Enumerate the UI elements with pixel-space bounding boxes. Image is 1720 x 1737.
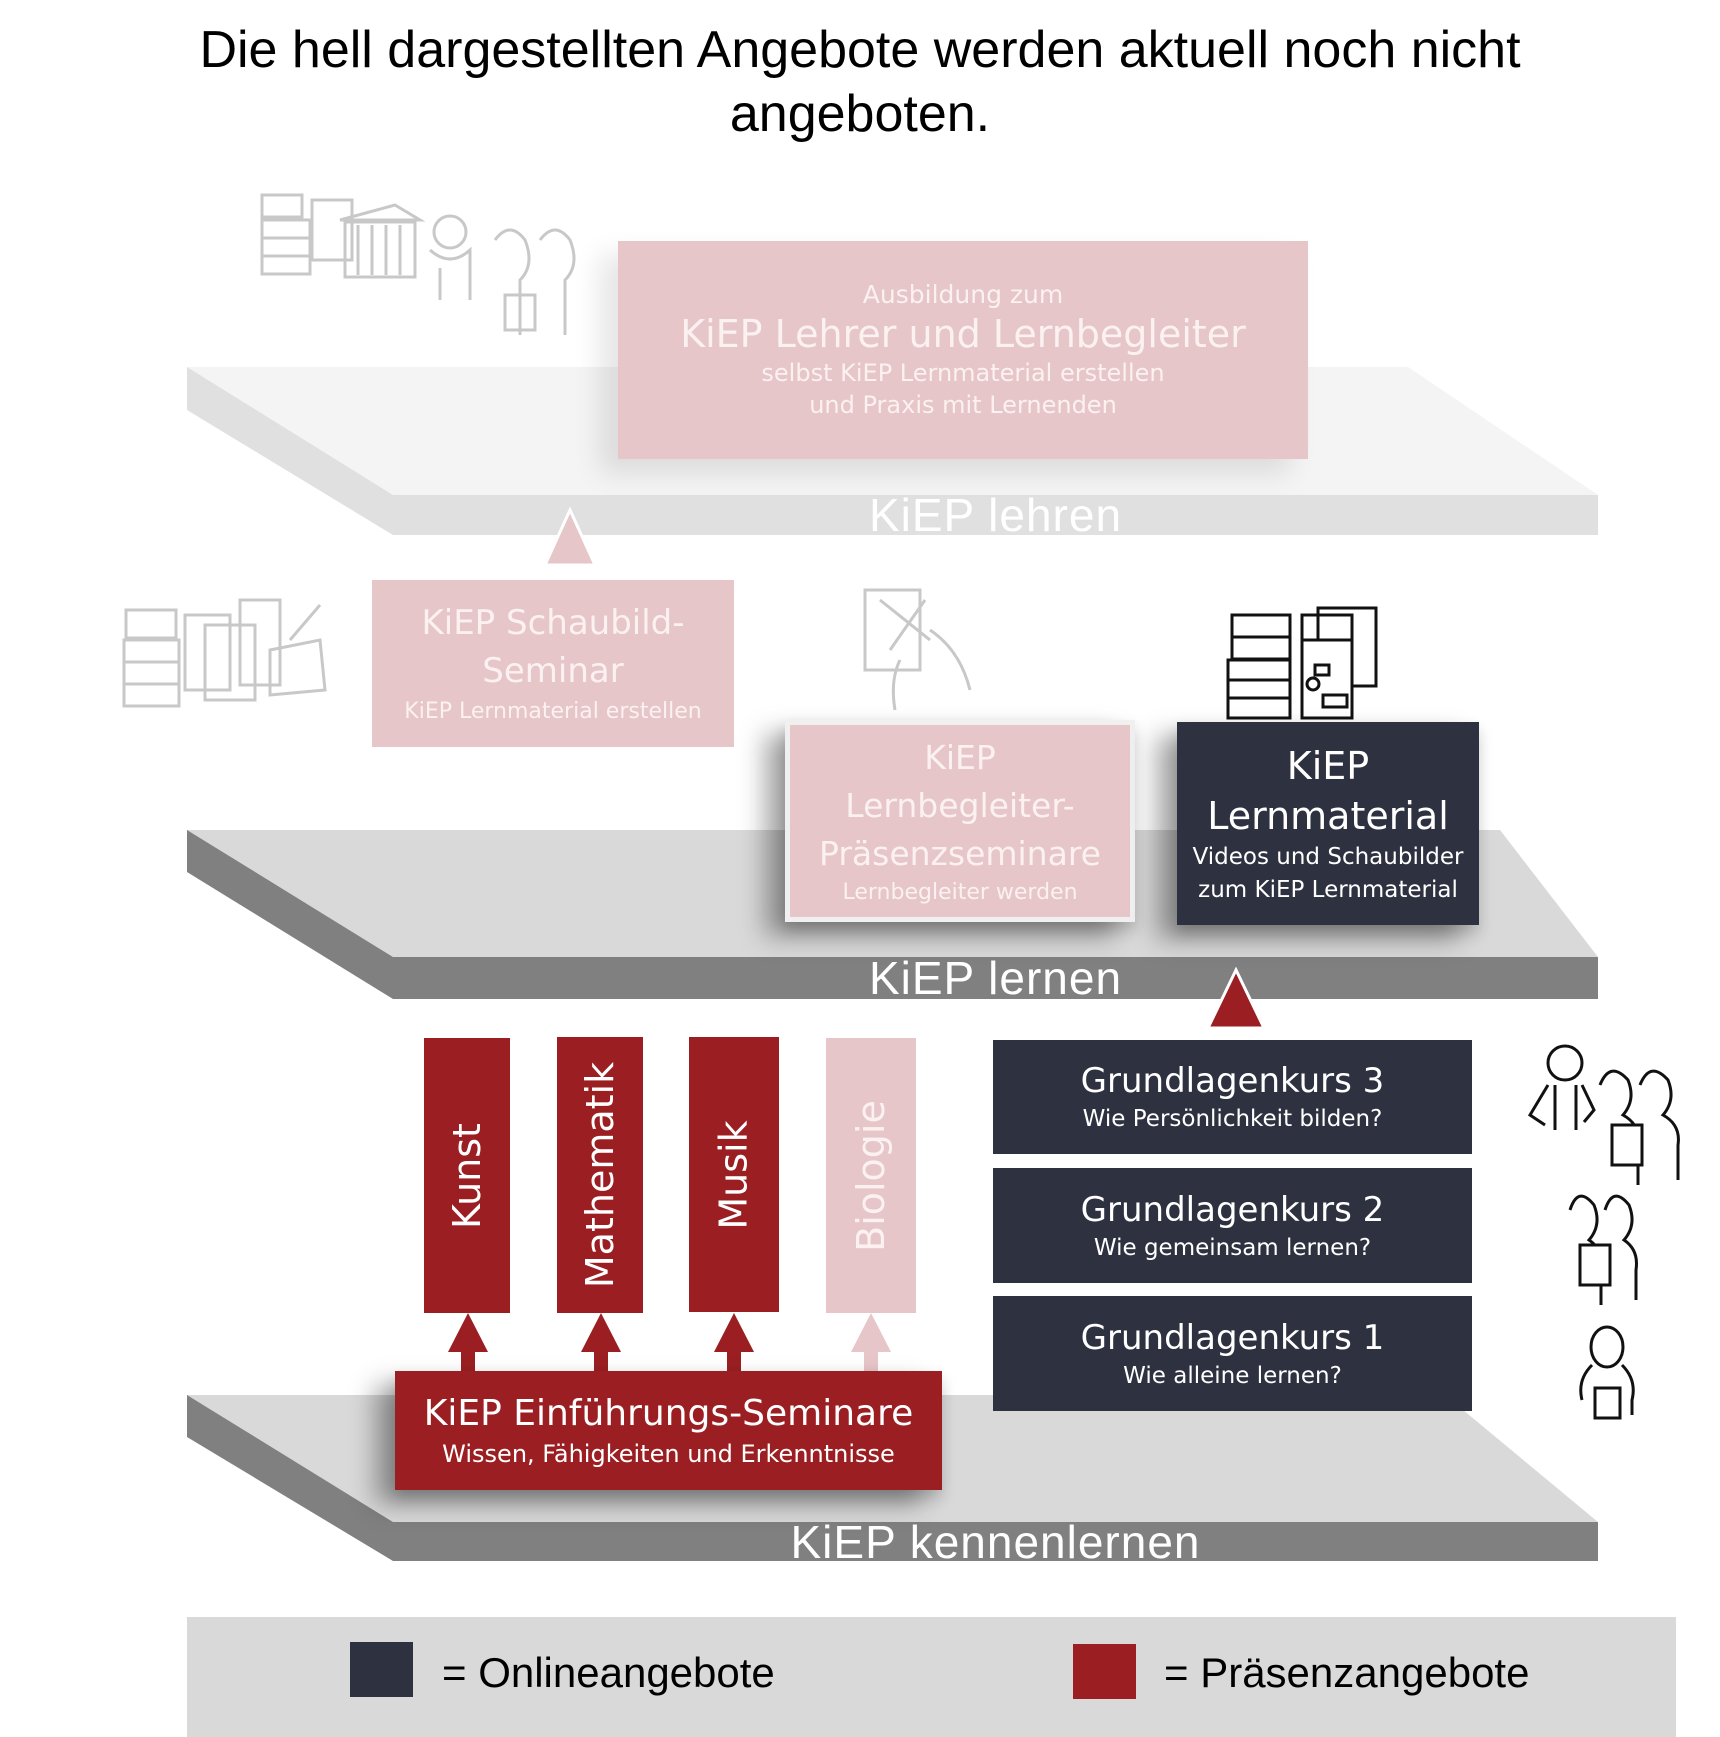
offer-lernmaterial-title2: Lernmaterial <box>1207 793 1449 838</box>
three-people-icon <box>1527 1044 1680 1185</box>
books-documents-icon <box>1226 606 1378 720</box>
offer-lernbegleiter-seminare[interactable]: KiEP Lernbegleiter- Präsenzseminare Lern… <box>785 720 1135 922</box>
offer-lernbegleiter-sub: Lernbegleiter werden <box>842 880 1078 905</box>
course-1-sub: Wie alleine lernen? <box>1123 1362 1342 1389</box>
offer-schaubild-title2: Seminar <box>482 650 624 691</box>
offer-ausbildung-title: KiEP Lehrer und Lernbegleiter <box>680 312 1246 356</box>
course-grundlagenkurs-2[interactable]: Grundlagenkurs 2 Wie gemeinsam lernen? <box>993 1168 1472 1283</box>
offer-schaubild-title1: KiEP Schaubild- <box>421 602 685 643</box>
offer-einfuehrung-sub: Wissen, Fähigkeiten und Erkenntnisse <box>442 1439 895 1468</box>
course-2-sub: Wie gemeinsam lernen? <box>1093 1234 1372 1261</box>
course-3-title: Grundlagenkurs 3 <box>1080 1061 1385 1101</box>
legend-swatch-praesenz <box>1073 1644 1136 1699</box>
level-label-kennenlernen: KiEP kennenlernen <box>790 1516 1201 1568</box>
books-documents-pencil-icon <box>122 598 327 708</box>
offer-schaubild-sub: KiEP Lernmaterial erstellen <box>404 698 702 724</box>
subject-kunst-label: Kunst <box>445 1122 489 1229</box>
title-line-2: angeboten. <box>729 85 991 143</box>
offer-einfuehrungs-seminare[interactable]: KiEP Einführungs-Seminare Wissen, Fähigk… <box>395 1371 942 1490</box>
subject-mathematik-label: Mathematik <box>578 1061 623 1289</box>
level-label-lehren: KiEP lehren <box>868 489 1123 541</box>
subject-musik[interactable]: Musik <box>689 1037 779 1312</box>
offer-ausbildung-sub2: und Praxis mit Lernenden <box>809 391 1117 419</box>
course-grundlagenkurs-3[interactable]: Grundlagenkurs 3 Wie Persönlichkeit bild… <box>993 1040 1472 1154</box>
subject-biologie[interactable]: Biologie <box>826 1038 916 1313</box>
course-grundlagenkurs-1[interactable]: Grundlagenkurs 1 Wie alleine lernen? <box>993 1296 1472 1411</box>
arrow-up-icon <box>1205 966 1267 1030</box>
offer-schaubild-seminar[interactable]: KiEP Schaubild- Seminar KiEP Lernmateria… <box>372 580 734 747</box>
page-title: Die hell dargestellten Angebote werden a… <box>0 18 1720 146</box>
one-person-icon <box>1579 1325 1635 1420</box>
offer-lernmaterial-sub2: zum KiEP Lernmaterial <box>1198 876 1458 903</box>
legend: = Onlineangebote = Präsenzangebote <box>187 1617 1676 1737</box>
subject-musik-label: Musik <box>712 1119 757 1230</box>
subject-biologie-label: Biologie <box>849 1099 893 1252</box>
offer-lernmaterial[interactable]: KiEP Lernmaterial Videos und Schaubilder… <box>1177 722 1479 925</box>
course-3-sub: Wie Persönlichkeit bilden? <box>1082 1106 1383 1132</box>
offer-ausbildung-lehrer[interactable]: Ausbildung zum KiEP Lehrer und Lernbegle… <box>618 241 1308 459</box>
hands-paper-icon <box>863 588 972 711</box>
title-line-1: Die hell dargestellten Angebote werden a… <box>199 21 1521 79</box>
offer-ausbildung-sub1: selbst KiEP Lernmaterial erstellen <box>761 359 1165 387</box>
offer-lernbegleiter-title2: Lernbegleiter- <box>845 786 1075 825</box>
offer-lernbegleiter-title3: Präsenzseminare <box>819 834 1101 873</box>
course-2-title: Grundlagenkurs 2 <box>1080 1189 1385 1230</box>
offer-einfuehrung-title: KiEP Einführungs-Seminare <box>423 1392 914 1434</box>
subject-arrows <box>448 1313 891 1375</box>
level-label-lernen: KiEP lernen <box>868 952 1123 1004</box>
legend-label-praesenz: = Präsenzangebote <box>1164 1649 1530 1696</box>
books-institution-people-icon <box>260 193 576 335</box>
two-people-icon <box>1568 1194 1638 1305</box>
offer-ausbildung-pre: Ausbildung zum <box>862 280 1064 309</box>
arrow-up-icon <box>542 506 598 567</box>
legend-swatch-online <box>350 1642 413 1697</box>
offer-lernbegleiter-title1: KiEP <box>924 738 996 777</box>
subject-kunst[interactable]: Kunst <box>424 1038 510 1313</box>
subject-mathematik[interactable]: Mathematik <box>557 1037 643 1313</box>
offer-lernmaterial-title1: KiEP <box>1286 743 1370 788</box>
course-1-title: Grundlagenkurs 1 <box>1080 1317 1385 1358</box>
offer-lernmaterial-sub1: Videos und Schaubilder <box>1192 843 1464 870</box>
legend-label-online: = Onlineangebote <box>442 1649 775 1696</box>
